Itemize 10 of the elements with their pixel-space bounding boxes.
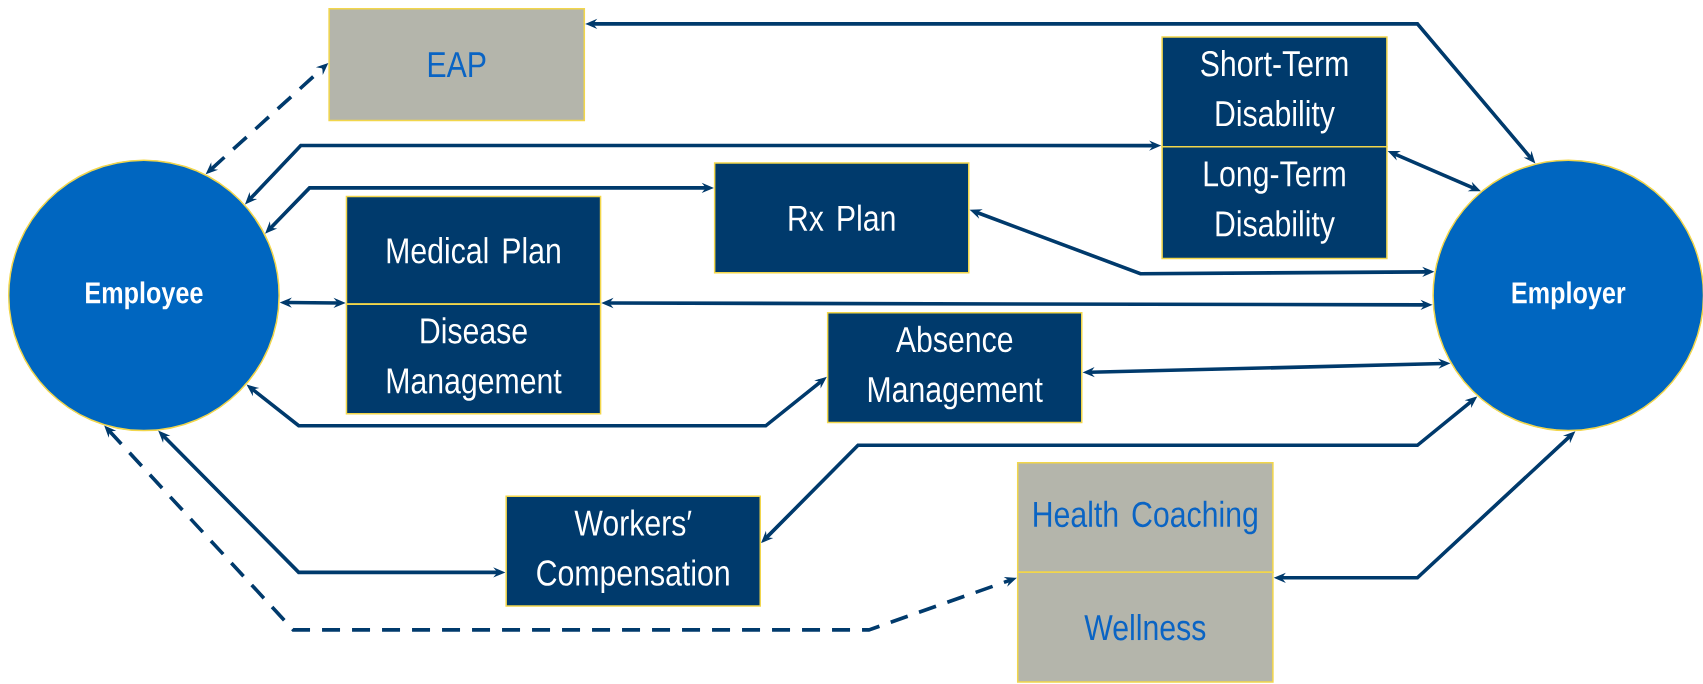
process-box: Workers′ Compensation <box>505 495 761 607</box>
process-box: Health Coaching <box>1016 461 1274 574</box>
process-box: Long-Term Disability <box>1161 145 1388 260</box>
process-box: Medical Plan <box>345 195 602 305</box>
process-box: Disease Management <box>345 303 602 415</box>
process-box: EAP <box>328 7 586 122</box>
process-box: Short-Term Disability <box>1161 36 1388 148</box>
process-box: Rx Plan <box>713 162 970 274</box>
process-box: Wellness <box>1016 571 1274 683</box>
process-box: Absence Management <box>826 312 1083 424</box>
